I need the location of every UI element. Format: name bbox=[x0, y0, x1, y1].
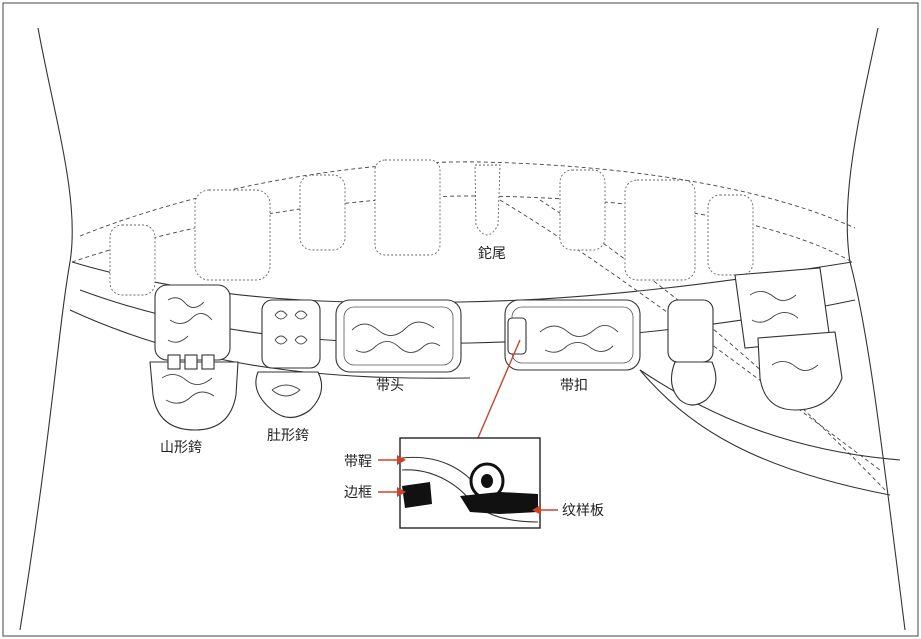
hanging-strap-bottom bbox=[639, 369, 891, 496]
label-biankuang: 边框 bbox=[344, 485, 372, 501]
back-plates bbox=[109, 159, 754, 296]
label-daiting: 带鞓 bbox=[344, 454, 372, 470]
front-plates bbox=[149, 267, 843, 431]
buckle-detail-inset bbox=[399, 437, 541, 529]
daiting-arrow-icon bbox=[378, 455, 406, 465]
back-belt-top-edge bbox=[79, 161, 856, 237]
front-belt-lower-left bbox=[69, 309, 471, 379]
label-duxing-kua: 肚形銙 bbox=[267, 428, 309, 444]
label-daikou: 带扣 bbox=[560, 378, 588, 394]
hanging-strap-top bbox=[639, 369, 901, 461]
label-tuowei: 鉈尾 bbox=[478, 245, 506, 262]
torso-right-outline bbox=[846, 27, 906, 631]
torso-left-outline bbox=[19, 27, 73, 631]
biankuang-arrow-icon bbox=[378, 487, 406, 497]
wenyangban-arrow-icon bbox=[532, 505, 558, 515]
label-daitou: 带头 bbox=[376, 378, 404, 394]
label-wenyangban: 纹样板 bbox=[562, 503, 604, 519]
back-strap-diagonal-1 bbox=[499, 199, 881, 471]
label-shanxing-kua: 山形銙 bbox=[160, 440, 202, 456]
detail-pointer-line bbox=[477, 339, 521, 439]
